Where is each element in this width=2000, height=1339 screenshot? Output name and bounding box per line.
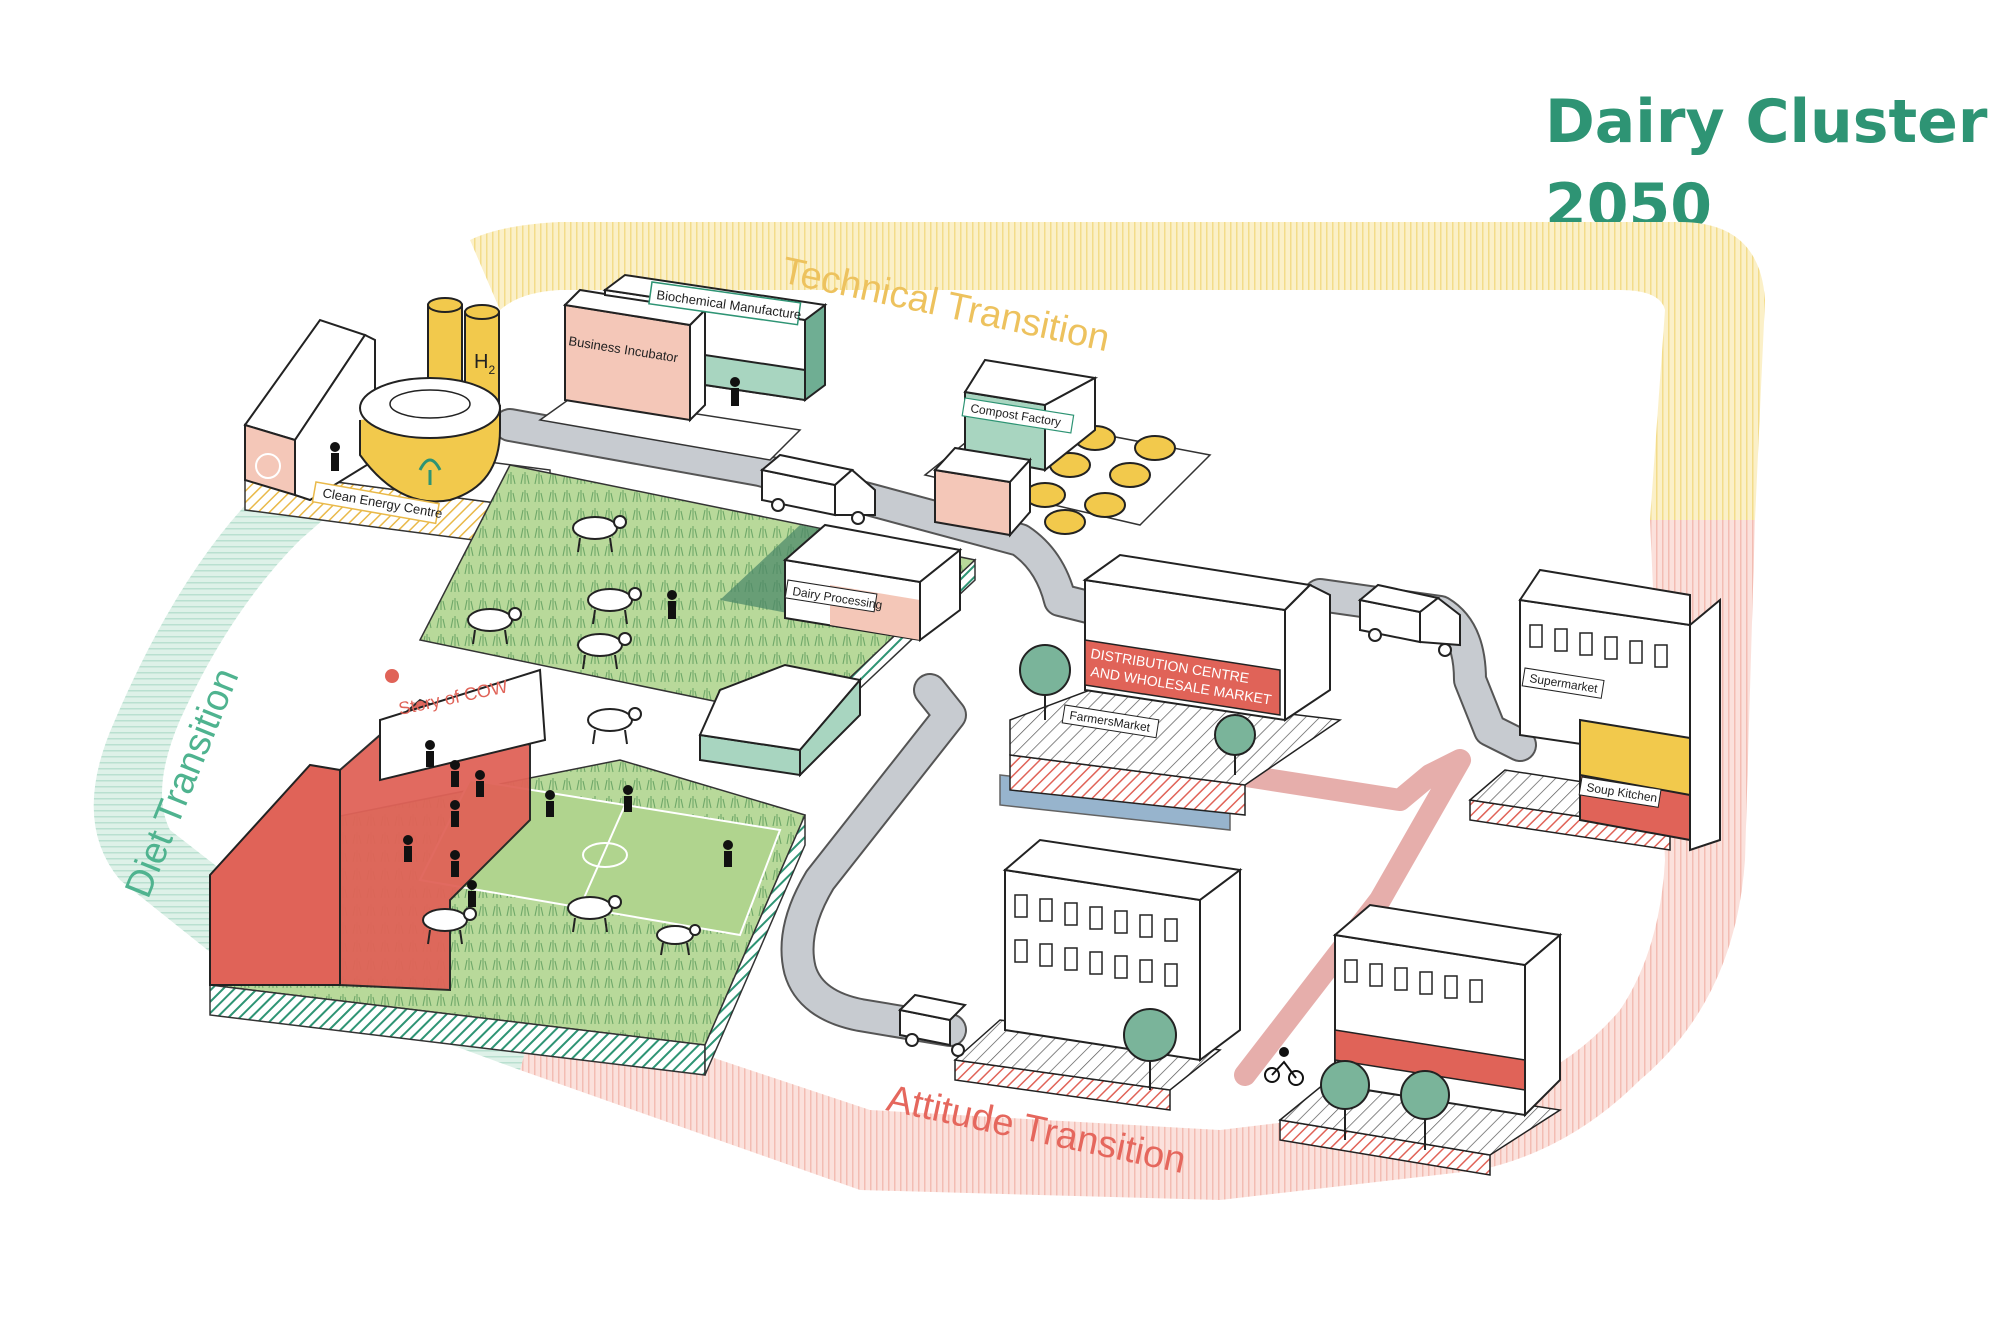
clean-energy-sign	[311, 481, 440, 525]
cow-icon	[422, 907, 477, 945]
person-icon	[403, 835, 413, 862]
cow-icon	[656, 924, 701, 956]
road-network	[493, 408, 1537, 1086]
h2-label: H2	[474, 351, 495, 377]
cow-icon	[572, 515, 627, 553]
windows	[1344, 959, 1483, 1003]
cow-icon	[587, 707, 642, 745]
tree-icon	[1214, 714, 1256, 775]
compost-factory: Compost Factory	[923, 358, 1212, 538]
delivery-truck	[897, 993, 968, 1057]
cow-icon	[467, 607, 522, 645]
cow-icon	[587, 587, 642, 625]
cow-shed	[698, 663, 862, 778]
dairy-processing: Dairy Processing	[782, 523, 963, 642]
person-icon	[545, 790, 555, 817]
person-icon	[475, 770, 485, 797]
person-icon	[667, 590, 677, 619]
delivery-truck	[1357, 583, 1461, 657]
windows	[1529, 624, 1668, 668]
person-icon	[467, 880, 477, 907]
people	[330, 377, 740, 907]
person-icon	[623, 785, 633, 812]
clean-energy-centre: H2 Clean Energy Centre	[243, 297, 551, 551]
diet-band	[93, 420, 541, 1070]
diagram-title: Dairy Cluster 2050	[1545, 80, 1987, 248]
title-line-1: Dairy Cluster	[1545, 87, 1988, 157]
person-icon	[730, 377, 740, 406]
transition-halo	[93, 222, 1765, 1200]
tree-icon	[1123, 1008, 1177, 1090]
person-icon	[723, 840, 733, 867]
delivery-truck	[759, 453, 876, 525]
cow-icon	[577, 632, 632, 670]
cows	[422, 515, 701, 956]
cow-icon	[567, 895, 622, 933]
person-icon	[450, 760, 460, 787]
tree-icon	[1019, 644, 1071, 720]
tree-icon	[1400, 1070, 1450, 1150]
person-icon	[450, 850, 460, 877]
technical-band	[470, 222, 1765, 520]
person-icon	[425, 740, 435, 767]
cyclist-icon	[1264, 1047, 1304, 1086]
person-icon	[330, 442, 340, 471]
business-incubator: Business Incubator Biochemical Manufactu…	[538, 273, 828, 461]
residential-block-west	[953, 838, 1243, 1111]
residential-block-east	[1278, 903, 1563, 1176]
tree-icon	[1320, 1060, 1370, 1140]
person-icon	[450, 800, 460, 827]
windows	[1014, 894, 1178, 987]
distribution-centre: DISTRIBUTION CENTRE AND WHOLESALE MARKET…	[999, 553, 1343, 831]
supermarket-block: Supermarket Soup Kitchen	[1468, 568, 1721, 852]
